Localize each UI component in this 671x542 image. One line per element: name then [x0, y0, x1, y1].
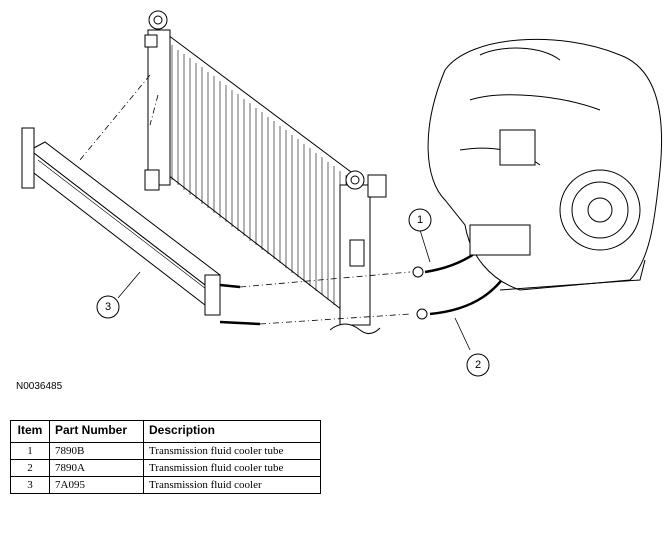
header-item: Item [10, 420, 50, 443]
leader-lines [117, 229, 471, 351]
cell-part-number: 7890A [49, 459, 144, 477]
svg-text:1: 1 [417, 214, 423, 226]
header-part-number: Part Number [49, 420, 144, 443]
svg-text:3: 3 [105, 301, 111, 313]
cell-description: Transmission fluid cooler tube [143, 442, 321, 460]
callout-2: 2 [466, 353, 490, 377]
table-header-row: Item Part Number Description [10, 420, 321, 443]
transmission [427, 38, 663, 291]
transmission-fluid-cooler [21, 127, 221, 316]
alignment-lines [79, 74, 159, 161]
parts-table: Item Part Number Description 1 7890B Tra… [10, 420, 321, 494]
svg-text:2: 2 [475, 359, 481, 371]
header-description: Description [143, 420, 321, 443]
table-row: 3 7A095 Transmission fluid cooler [10, 476, 321, 494]
callout-1: 1 [408, 208, 432, 232]
radiator [144, 10, 387, 334]
cell-description: Transmission fluid cooler tube [143, 459, 321, 477]
callout-3: 3 [96, 295, 120, 319]
figure-id: N0036485 [16, 381, 63, 392]
table-row: 2 7890A Transmission fluid cooler tube [10, 459, 321, 477]
table-row: 1 7890B Transmission fluid cooler tube [10, 442, 321, 460]
exploded-view-illustration: 1 2 3 [21, 10, 663, 377]
cell-description: Transmission fluid cooler [143, 476, 321, 494]
cell-item: 2 [10, 459, 50, 477]
cell-part-number: 7A095 [49, 476, 144, 494]
cell-part-number: 7890B [49, 442, 144, 460]
cell-item: 3 [10, 476, 50, 494]
cell-item: 1 [10, 442, 50, 460]
